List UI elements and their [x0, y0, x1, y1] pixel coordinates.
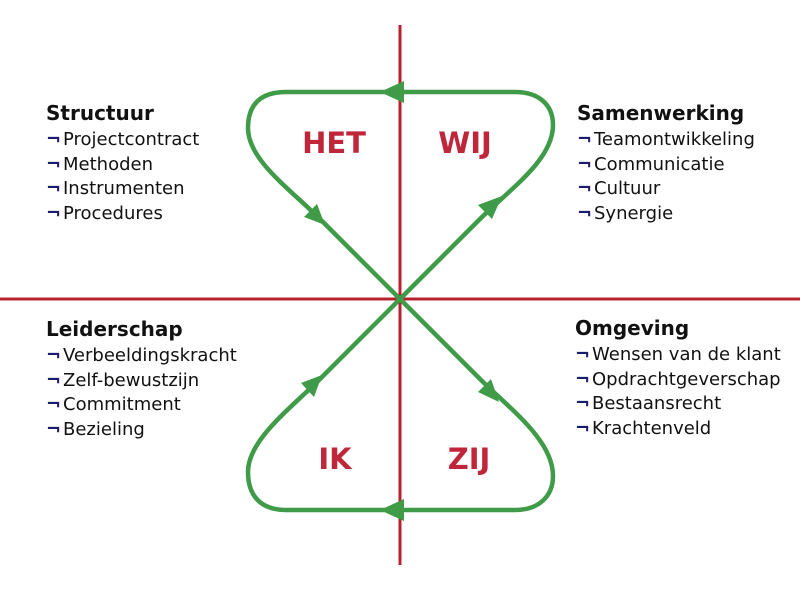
bullet-icon: ¬: [575, 368, 591, 390]
list-item-text: Teamontwikkeling: [594, 129, 755, 150]
list-item-text: Bezieling: [63, 418, 145, 440]
list-item-text: Verbeeldingskracht: [63, 345, 237, 366]
section-list: ¬Verbeeldingskracht ¬Zelf-bewustzijn ¬Co…: [46, 344, 237, 442]
list-item-text: Instrumenten: [63, 178, 185, 199]
section-list: ¬Wensen van de klant ¬Opdrachtgeverschap…: [575, 343, 781, 441]
list-item-text: Methoden: [63, 153, 153, 175]
section-omgeving: Omgeving ¬Wensen van de klant ¬Opdrachtg…: [575, 316, 781, 441]
section-title: Structuur: [46, 101, 154, 125]
arrow-bottom-right: [478, 379, 499, 402]
figure-eight-loop: [245, 89, 556, 513]
list-item: ¬Verbeeldingskracht: [46, 344, 237, 369]
section-title: Leiderschap: [46, 317, 183, 341]
list-item: ¬Opdrachtgeverschap: [575, 368, 781, 393]
list-item-text: Commitment: [63, 394, 181, 415]
list-item-text: Procedures: [63, 202, 163, 224]
bullet-icon: ¬: [46, 202, 62, 224]
list-item: ¬Projectcontract: [46, 128, 199, 153]
list-item-text: Bestaansrecht: [592, 393, 722, 414]
list-item-text: Communicatie: [594, 153, 725, 175]
list-item: ¬Instrumenten: [46, 177, 199, 202]
label-wij: WIJ: [438, 126, 492, 160]
bullet-icon: ¬: [577, 178, 593, 199]
list-item: ¬Zelf-bewustzijn: [46, 369, 237, 394]
bullet-icon: ¬: [577, 129, 593, 150]
arrow-bottom-left: [301, 375, 322, 397]
list-item: ¬Wensen van de klant: [575, 343, 781, 368]
label-het: HET: [302, 126, 366, 160]
section-list: ¬Teamontwikkeling ¬Communicatie ¬Cultuur…: [577, 128, 755, 226]
list-item: ¬Synergie: [577, 202, 755, 227]
section-leiderschap: Leiderschap ¬Verbeeldingskracht ¬Zelf-be…: [46, 317, 237, 442]
list-item: ¬Krachtenveld: [575, 417, 781, 442]
section-list: ¬Projectcontract ¬Methoden ¬Instrumenten…: [46, 128, 199, 226]
list-item: ¬Methoden: [46, 153, 199, 178]
arrow-top-center: [380, 81, 404, 103]
arrow-bottom-center: [380, 499, 404, 521]
list-item: ¬Bestaansrecht: [575, 392, 781, 417]
list-item: ¬Teamontwikkeling: [577, 128, 755, 153]
list-item: ¬Procedures: [46, 202, 199, 227]
bullet-icon: ¬: [46, 345, 62, 366]
list-item: ¬Cultuur: [577, 177, 755, 202]
section-title: Omgeving: [575, 316, 690, 340]
list-item-text: Krachtenveld: [592, 417, 712, 439]
list-item: ¬Bezieling: [46, 418, 237, 443]
bullet-icon: ¬: [575, 344, 591, 365]
bullet-icon: ¬: [46, 418, 62, 440]
label-ik: IK: [318, 442, 353, 476]
list-item-text: Cultuur: [594, 178, 661, 199]
bullet-icon: ¬: [46, 129, 62, 150]
list-item: ¬Commitment: [46, 393, 237, 418]
list-item-text: Zelf-bewustzijn: [63, 369, 200, 391]
bullet-icon: ¬: [575, 417, 591, 439]
list-item: ¬Communicatie: [577, 153, 755, 178]
bullet-icon: ¬: [46, 178, 62, 199]
arrow-top-left: [304, 204, 325, 225]
bullet-icon: ¬: [575, 393, 591, 414]
list-item-text: Synergie: [594, 202, 674, 224]
bullet-icon: ¬: [46, 153, 62, 175]
list-item-text: Wensen van de klant: [592, 344, 781, 365]
list-item-text: Projectcontract: [63, 129, 200, 150]
section-structuur: Structuur ¬Projectcontract ¬Methoden ¬In…: [46, 101, 199, 226]
list-item-text: Opdrachtgeverschap: [592, 368, 781, 390]
section-title: Samenwerking: [577, 101, 745, 125]
arrow-top-right: [478, 196, 502, 219]
label-zij: ZIJ: [448, 442, 491, 476]
bullet-icon: ¬: [46, 369, 62, 391]
bullet-icon: ¬: [577, 153, 593, 175]
bullet-icon: ¬: [46, 394, 62, 415]
section-samenwerking: Samenwerking ¬Teamontwikkeling ¬Communic…: [577, 101, 755, 226]
bullet-icon: ¬: [577, 202, 593, 224]
